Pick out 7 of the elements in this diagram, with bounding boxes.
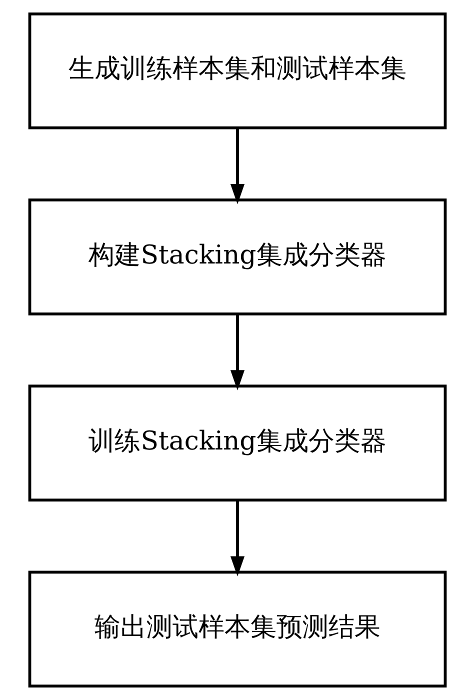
node-box: 构建Stacking集成分类器	[28, 198, 446, 316]
arrow	[230, 314, 244, 390]
node-box: 输出测试样本集预测结果	[28, 570, 446, 688]
arrow	[230, 500, 244, 576]
node-box: 训练Stacking集成分类器	[28, 384, 446, 502]
arrow	[230, 128, 244, 204]
node-box: 生成训练样本集和测试样本集	[28, 12, 446, 130]
